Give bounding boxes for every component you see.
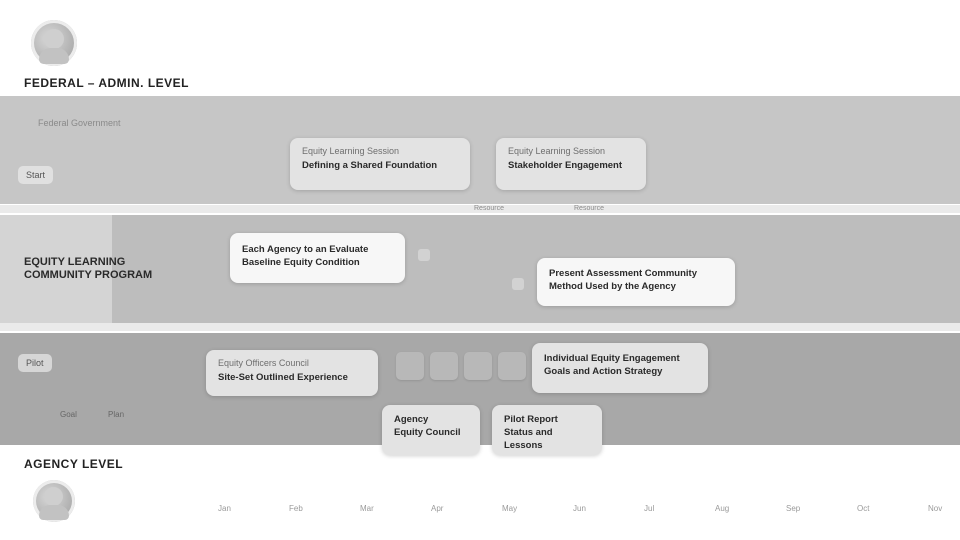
card-main-sub: Agency (394, 414, 429, 425)
bottom-band-side-tag[interactable]: Pilot (18, 354, 52, 372)
bottom-band (0, 333, 960, 445)
top-card-shared-foundation[interactable]: Equity Learning Session Defining a Share… (290, 138, 470, 190)
top-band-section-label: Federal Government (38, 118, 121, 128)
step-square (396, 352, 424, 380)
timeline-tick-label: Apr (431, 504, 444, 513)
federal-level-title: FEDERAL – ADMIN. LEVEL (24, 76, 190, 90)
equity-learning-program-label: EQUITY LEARNING COMMUNITY PROGRAM (24, 256, 153, 281)
mid-card-assessment-method[interactable]: Present Assessment Community Method Used… (537, 258, 735, 306)
avatar-face (44, 29, 64, 49)
card-main: Stakeholder Engagement (508, 160, 623, 171)
top-band (0, 96, 960, 204)
card-sub: Equity Officers Council (218, 358, 309, 368)
top-card-stakeholder-engagement[interactable]: Equity Learning Session Stakeholder Enga… (496, 138, 646, 190)
agency-avatar (33, 480, 75, 522)
timeline-tick-label: Sep (786, 504, 801, 513)
card-main: Defining a Shared Foundation (302, 160, 438, 171)
card-sub: Equity Learning Session (302, 146, 400, 156)
step-square (498, 352, 526, 380)
timeline-tick-label: Mar (360, 504, 374, 513)
card-main: Status and Lessons (504, 427, 553, 451)
bottom-card-pilot-report[interactable]: Pilot Report Status and Lessons (492, 405, 602, 455)
middle-band (0, 215, 960, 323)
card-main: Site-Set Outlined Experience (218, 372, 348, 383)
timeline: Jan Feb Mar Apr May Jun Jul Aug Sep Oct Nov (0, 504, 960, 524)
avatar-body (39, 48, 69, 64)
card-sub: Equity Learning Session (508, 146, 606, 156)
bottom-left-label-goal: Goal (60, 410, 77, 419)
step-square (464, 352, 492, 380)
card-main-sub: Pilot Report (504, 414, 558, 425)
bottom-left-label-plan: Plan (108, 410, 125, 419)
timeline-tick-label: Nov (928, 504, 943, 513)
avatar-face (44, 487, 63, 506)
avatar-body (39, 505, 69, 520)
top-separator-strip (0, 205, 960, 213)
bottom-card-action-strategy[interactable]: Individual Equity Engagement Goals and A… (532, 343, 708, 393)
card-main: Individual Equity Engagement Goals and A… (544, 353, 680, 377)
top-small-label-b: Resource (574, 205, 604, 212)
agency-level-title: AGENCY LEVEL (24, 457, 124, 471)
step-square (430, 352, 458, 380)
card-main: Present Assessment Community Method Used… (549, 268, 698, 292)
top-band-side-tag[interactable]: Start (18, 166, 54, 184)
mid-card-baseline-equity[interactable]: Each Agency to an Evaluate Baseline Equi… (230, 233, 405, 283)
card-main: Each Agency to an Evaluate Baseline Equi… (242, 244, 369, 268)
connector-node (512, 278, 524, 290)
timeline-tick-label: May (502, 504, 518, 513)
timeline-tick-label: Oct (857, 504, 870, 513)
card-main: Equity Council (394, 427, 461, 438)
top-small-label-a: Resource (474, 205, 504, 212)
timeline-tick-label: Jan (218, 504, 231, 513)
federal-avatar (31, 20, 77, 66)
timeline-tick-label: Jun (573, 504, 586, 513)
timeline-tick-label: Aug (715, 504, 730, 513)
connector-node (418, 249, 430, 261)
timeline-tick-label: Feb (289, 504, 303, 513)
middle-band-left-panel (0, 215, 112, 323)
middle-separator-strip (0, 323, 960, 331)
timeline-tick-label: Jul (644, 504, 655, 513)
bottom-card-equity-council[interactable]: Agency Equity Council (382, 405, 480, 455)
bottom-card-outlined-experience[interactable]: Equity Officers Council Site-Set Outline… (206, 350, 378, 396)
